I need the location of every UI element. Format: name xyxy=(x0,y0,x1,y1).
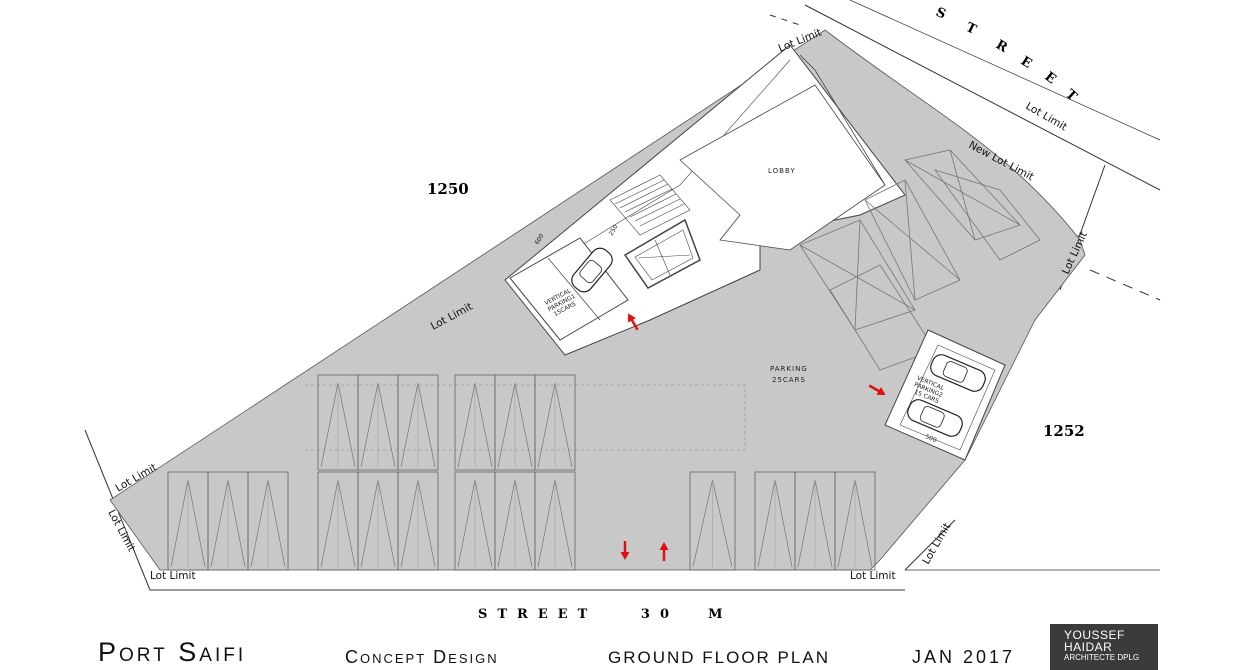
title-block: Port Saifi Concept Design GROUND FLOOR P… xyxy=(0,637,1240,670)
architect-name-line1: YOUSSEF xyxy=(1064,628,1125,642)
lot-limit-label: Lot Limit xyxy=(150,570,196,582)
drawing-title: GROUND FLOOR PLAN xyxy=(608,648,830,667)
car-icon xyxy=(571,247,613,293)
lot-limit-label: Lot Limit xyxy=(850,570,896,582)
parking-stall xyxy=(534,471,576,571)
street-bottom-label: STREET 30 M xyxy=(478,607,732,622)
parking-stall xyxy=(317,374,359,471)
street-top-letter: R xyxy=(993,37,1010,55)
car-icon xyxy=(930,354,986,392)
direction-arrows xyxy=(620,313,886,561)
dimension-label: 600 xyxy=(534,232,546,246)
dimension-label: 500 xyxy=(924,433,937,444)
parking-stall xyxy=(834,471,876,571)
project-title: Port Saifi xyxy=(98,637,247,667)
parking-stall xyxy=(397,374,439,471)
car-icon xyxy=(907,399,963,437)
parking-stall xyxy=(534,374,576,471)
vertical-parking-2-box xyxy=(884,329,1006,461)
dimension-label: 250 xyxy=(608,223,620,237)
lot-number-right: 1252 xyxy=(1043,422,1085,440)
parking-stall xyxy=(689,471,736,571)
lot-limit-label: Lot Limit xyxy=(920,521,953,566)
phase-title: Concept Design xyxy=(345,647,499,667)
lot-number-left: 1250 xyxy=(427,180,469,198)
parking-stall xyxy=(397,471,439,571)
parking-label: PARKING xyxy=(770,365,808,373)
parking-stall xyxy=(247,471,289,571)
direction-arrow-icon xyxy=(628,313,639,331)
direction-arrow-icon xyxy=(620,541,630,560)
angled-parking-bays xyxy=(799,149,1041,371)
lot-limit-label: Lot Limit xyxy=(1024,100,1069,133)
architect-name-line2: HAIDAR xyxy=(1064,640,1113,654)
street-top-letter: T xyxy=(1062,87,1079,105)
drawing-date: JAN 2017 xyxy=(912,647,1016,667)
direction-arrow-icon xyxy=(868,384,886,395)
street-top-letter: S xyxy=(933,5,948,23)
parking-capacity-label: 25CARS xyxy=(772,376,806,384)
parking-stall xyxy=(754,471,796,571)
architect-title: ARCHITECTE DPLG xyxy=(1064,653,1140,662)
site-lines xyxy=(84,0,1161,591)
architect-logo: YOUSSEF HAIDAR ARCHITECTE DPLG xyxy=(1050,624,1158,670)
lobby-label: LOBBY xyxy=(768,167,796,175)
stair-block xyxy=(609,174,701,289)
street-top-letter: E xyxy=(1018,54,1035,72)
direction-arrow-icon xyxy=(659,542,669,561)
street-top-letter: E xyxy=(1042,69,1059,87)
street-top-letter: T xyxy=(963,20,979,38)
parking-stalls xyxy=(167,374,876,571)
